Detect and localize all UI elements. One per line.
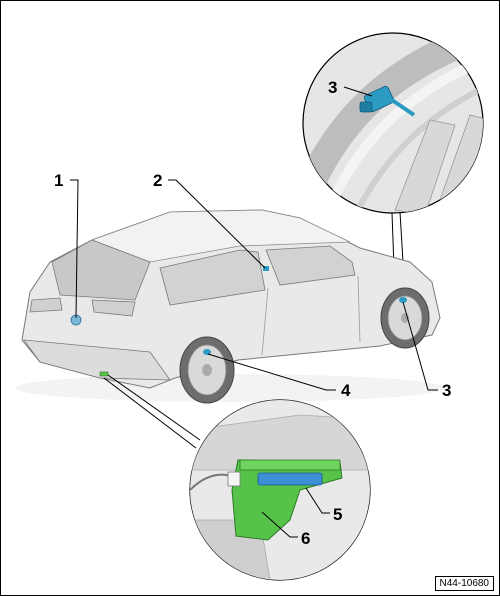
detail-circle-bottom (103, 374, 371, 581)
callout-5: 5 (333, 505, 343, 524)
figure-id-label: N44-10680 (434, 576, 494, 591)
car-illustration (15, 209, 445, 404)
callout-1: 1 (54, 171, 64, 190)
tpms-sensor-icon (359, 85, 416, 117)
detail-circle-top (302, 32, 484, 296)
callout-2: 2 (153, 171, 163, 190)
callout-3-detail: 3 (328, 78, 338, 97)
callout-6: 6 (301, 529, 311, 548)
callout-4: 4 (341, 381, 351, 400)
callout-3-car: 3 (442, 381, 452, 400)
control-unit-icon (257, 472, 323, 486)
front-wheel (380, 287, 430, 349)
rear-wheel (179, 336, 235, 404)
